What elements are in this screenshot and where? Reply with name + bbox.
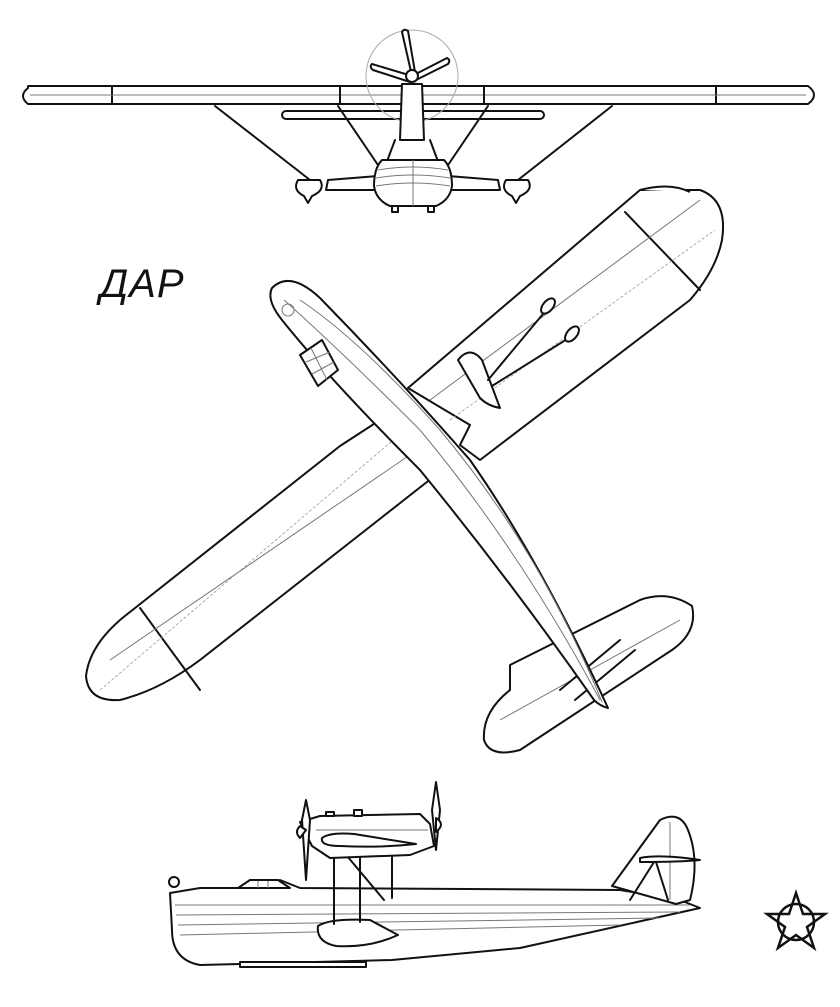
front-view-drawing [22,28,815,213]
aircraft-title: ДАР [100,262,185,306]
top-view-drawing [85,185,724,754]
